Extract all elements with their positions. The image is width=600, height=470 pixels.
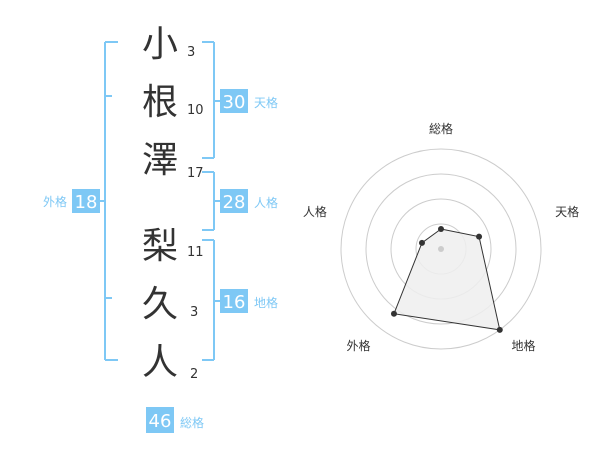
chikaku-bracket	[202, 239, 220, 361]
jinkaku-badge: 28 人格	[220, 189, 278, 213]
jinkaku-bracket	[202, 171, 220, 231]
radar-point	[496, 326, 503, 333]
name-char-2: 根	[142, 82, 178, 123]
name-char-1: 小	[142, 24, 178, 65]
radar-point	[438, 226, 444, 232]
soukaku-badge: 46 総格	[146, 407, 204, 433]
jinkaku-badge-box	[220, 189, 248, 213]
stroke-count-5: 3	[190, 305, 198, 320]
radar-point	[390, 310, 397, 317]
jinkaku-label: 人格	[254, 195, 278, 210]
name-char-5: 久	[142, 284, 178, 325]
radar-point	[476, 233, 483, 240]
radar-polygon	[393, 228, 501, 331]
gaikaku-value: 18	[75, 192, 98, 213]
stroke-count-3: 17	[187, 166, 204, 181]
name-char-3: 澤	[142, 140, 178, 181]
name-characters: 小 根 澤 梨 久 人	[142, 24, 178, 383]
radar-point	[418, 239, 425, 246]
jinkaku-value: 28	[223, 192, 246, 213]
tenkaku-label: 天格	[254, 95, 278, 110]
radar-axis-label: 外格	[346, 338, 370, 353]
radar-axis-label: 天格	[555, 204, 579, 219]
stroke-count-6: 2	[190, 367, 198, 382]
gaikaku-badge: 外格 18	[43, 189, 100, 213]
tenkaku-bracket	[202, 41, 220, 159]
chikaku-badge-box	[220, 289, 248, 313]
stroke-count-1: 3	[187, 45, 195, 60]
tenkaku-badge-box	[220, 89, 248, 113]
soukaku-badge-box	[146, 407, 174, 433]
gaikaku-bracket	[100, 41, 118, 361]
radar-center-dot	[438, 246, 444, 252]
gaikaku-label: 外格	[43, 194, 67, 209]
radar-ring	[340, 148, 542, 350]
stroke-count-4: 11	[187, 245, 204, 260]
tenkaku-value: 30	[223, 92, 246, 113]
name-char-6: 人	[142, 342, 178, 383]
chikaku-value: 16	[223, 292, 246, 313]
radar-axis-label: 総格	[429, 121, 453, 136]
tenkaku-badge: 30 天格	[220, 89, 278, 113]
stroke-counts: 3 10 17 11 3 2	[187, 45, 204, 382]
radar-axis-label: 人格	[303, 204, 327, 219]
soukaku-label: 総格	[180, 415, 204, 430]
radar-points	[390, 226, 503, 333]
radar-ring	[365, 173, 517, 325]
name-char-4: 梨	[142, 226, 178, 267]
gaikaku-badge-box	[72, 189, 100, 213]
chikaku-badge: 16 地格	[220, 289, 278, 313]
radar-axis-label: 地格	[512, 338, 536, 353]
stroke-count-2: 10	[187, 103, 204, 118]
soukaku-value: 46	[149, 411, 172, 432]
chikaku-label: 地格	[254, 295, 278, 310]
